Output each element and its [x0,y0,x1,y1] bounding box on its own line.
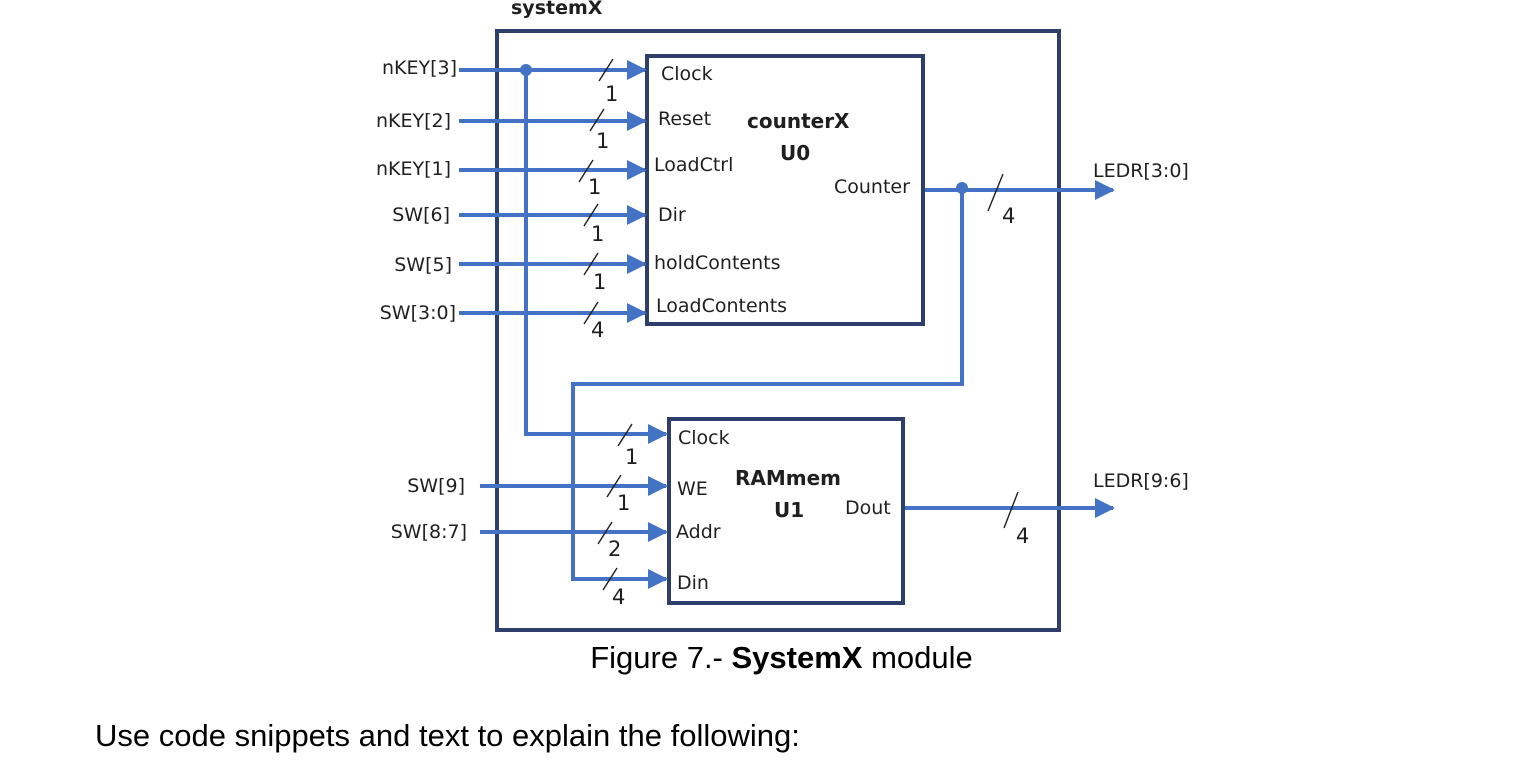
counterx-port-reset: Reset [658,108,711,130]
width-u0-reset: 1 [596,129,609,153]
instruction-text: Use code snippets and text to explain th… [95,718,800,753]
rammem-block [667,417,905,605]
slash-u0-loadctrl [578,159,594,183]
output-ledr30: LEDR[3:0] [1093,160,1189,182]
width-dout-out: 4 [1016,524,1029,548]
width-u0-loadctrl: 1 [588,175,601,199]
counterx-port-dir: Dir [658,204,686,226]
slash-u0-dir [583,203,599,227]
counterx-port-clock: Clock [661,63,713,85]
wire-clock-branch [524,70,668,444]
input-sw9: SW[9] [407,475,465,497]
counterx-port-loadctrl: LoadCtrl [654,154,733,176]
input-sw30: SW[3:0] [380,302,456,324]
rammem-port-we: WE [677,478,708,500]
counterx-port-counter: Counter [834,176,910,198]
input-sw6: SW[6] [392,204,450,226]
slash-u1-din [602,567,618,591]
rammem-port-clock: Clock [678,427,730,449]
systemx-module-box [495,29,1061,632]
figure-caption: Figure 7.- SystemX module [20,640,1523,680]
input-sw87: SW[8:7] [391,521,467,543]
output-ledr96: LEDR[9:6] [1093,470,1189,492]
width-counter-out: 4 [1002,204,1015,228]
caption-suffix: module [862,640,973,675]
caption-prefix: Figure 7.- [590,640,732,675]
module-title: systemX [511,0,603,19]
width-u0-clock: 1 [605,82,618,106]
slash-u0-hold [583,252,599,276]
rammem-port-din: Din [677,572,709,594]
counterx-block [645,54,925,326]
rammem-name: RAMmem [735,466,841,490]
width-u1-clock: 1 [625,445,638,469]
counterx-port-loadcontents: LoadContents [656,295,787,317]
input-sw5: SW[5] [394,254,452,276]
width-u1-din: 4 [612,585,625,609]
counterx-instance: U0 [780,141,810,165]
width-u0-loadcontents: 4 [591,318,604,342]
junction-clock [520,64,532,76]
slash-u0-reset [589,108,605,132]
slash-u1-we [606,474,622,498]
rammem-port-addr: Addr [676,521,721,543]
slash-u1-clock [617,423,633,447]
slash-dout-out [1003,491,1019,529]
input-nkey1: nKEY[1] [376,158,451,180]
slash-u0-loadcontents [583,301,599,325]
width-u0-dir: 1 [591,222,604,246]
counterx-port-holdcontents: holdContents [654,252,780,274]
width-u1-addr: 2 [608,537,621,561]
input-nkey3: nKEY[3] [382,57,457,79]
junction-counter [956,182,968,194]
slash-u0-clock [598,58,614,82]
input-nkey2: nKEY[2] [376,110,451,132]
width-u1-we: 1 [617,491,630,515]
slash-u1-addr [597,521,613,545]
counterx-name: counterX [747,109,850,133]
rammem-port-dout: Dout [845,497,891,519]
slash-counter-out [987,173,1004,212]
wire-counter-feedback-din [571,190,964,589]
rammem-instance: U1 [774,498,804,522]
width-u0-hold: 1 [593,270,606,294]
caption-bold: SystemX [731,640,863,675]
